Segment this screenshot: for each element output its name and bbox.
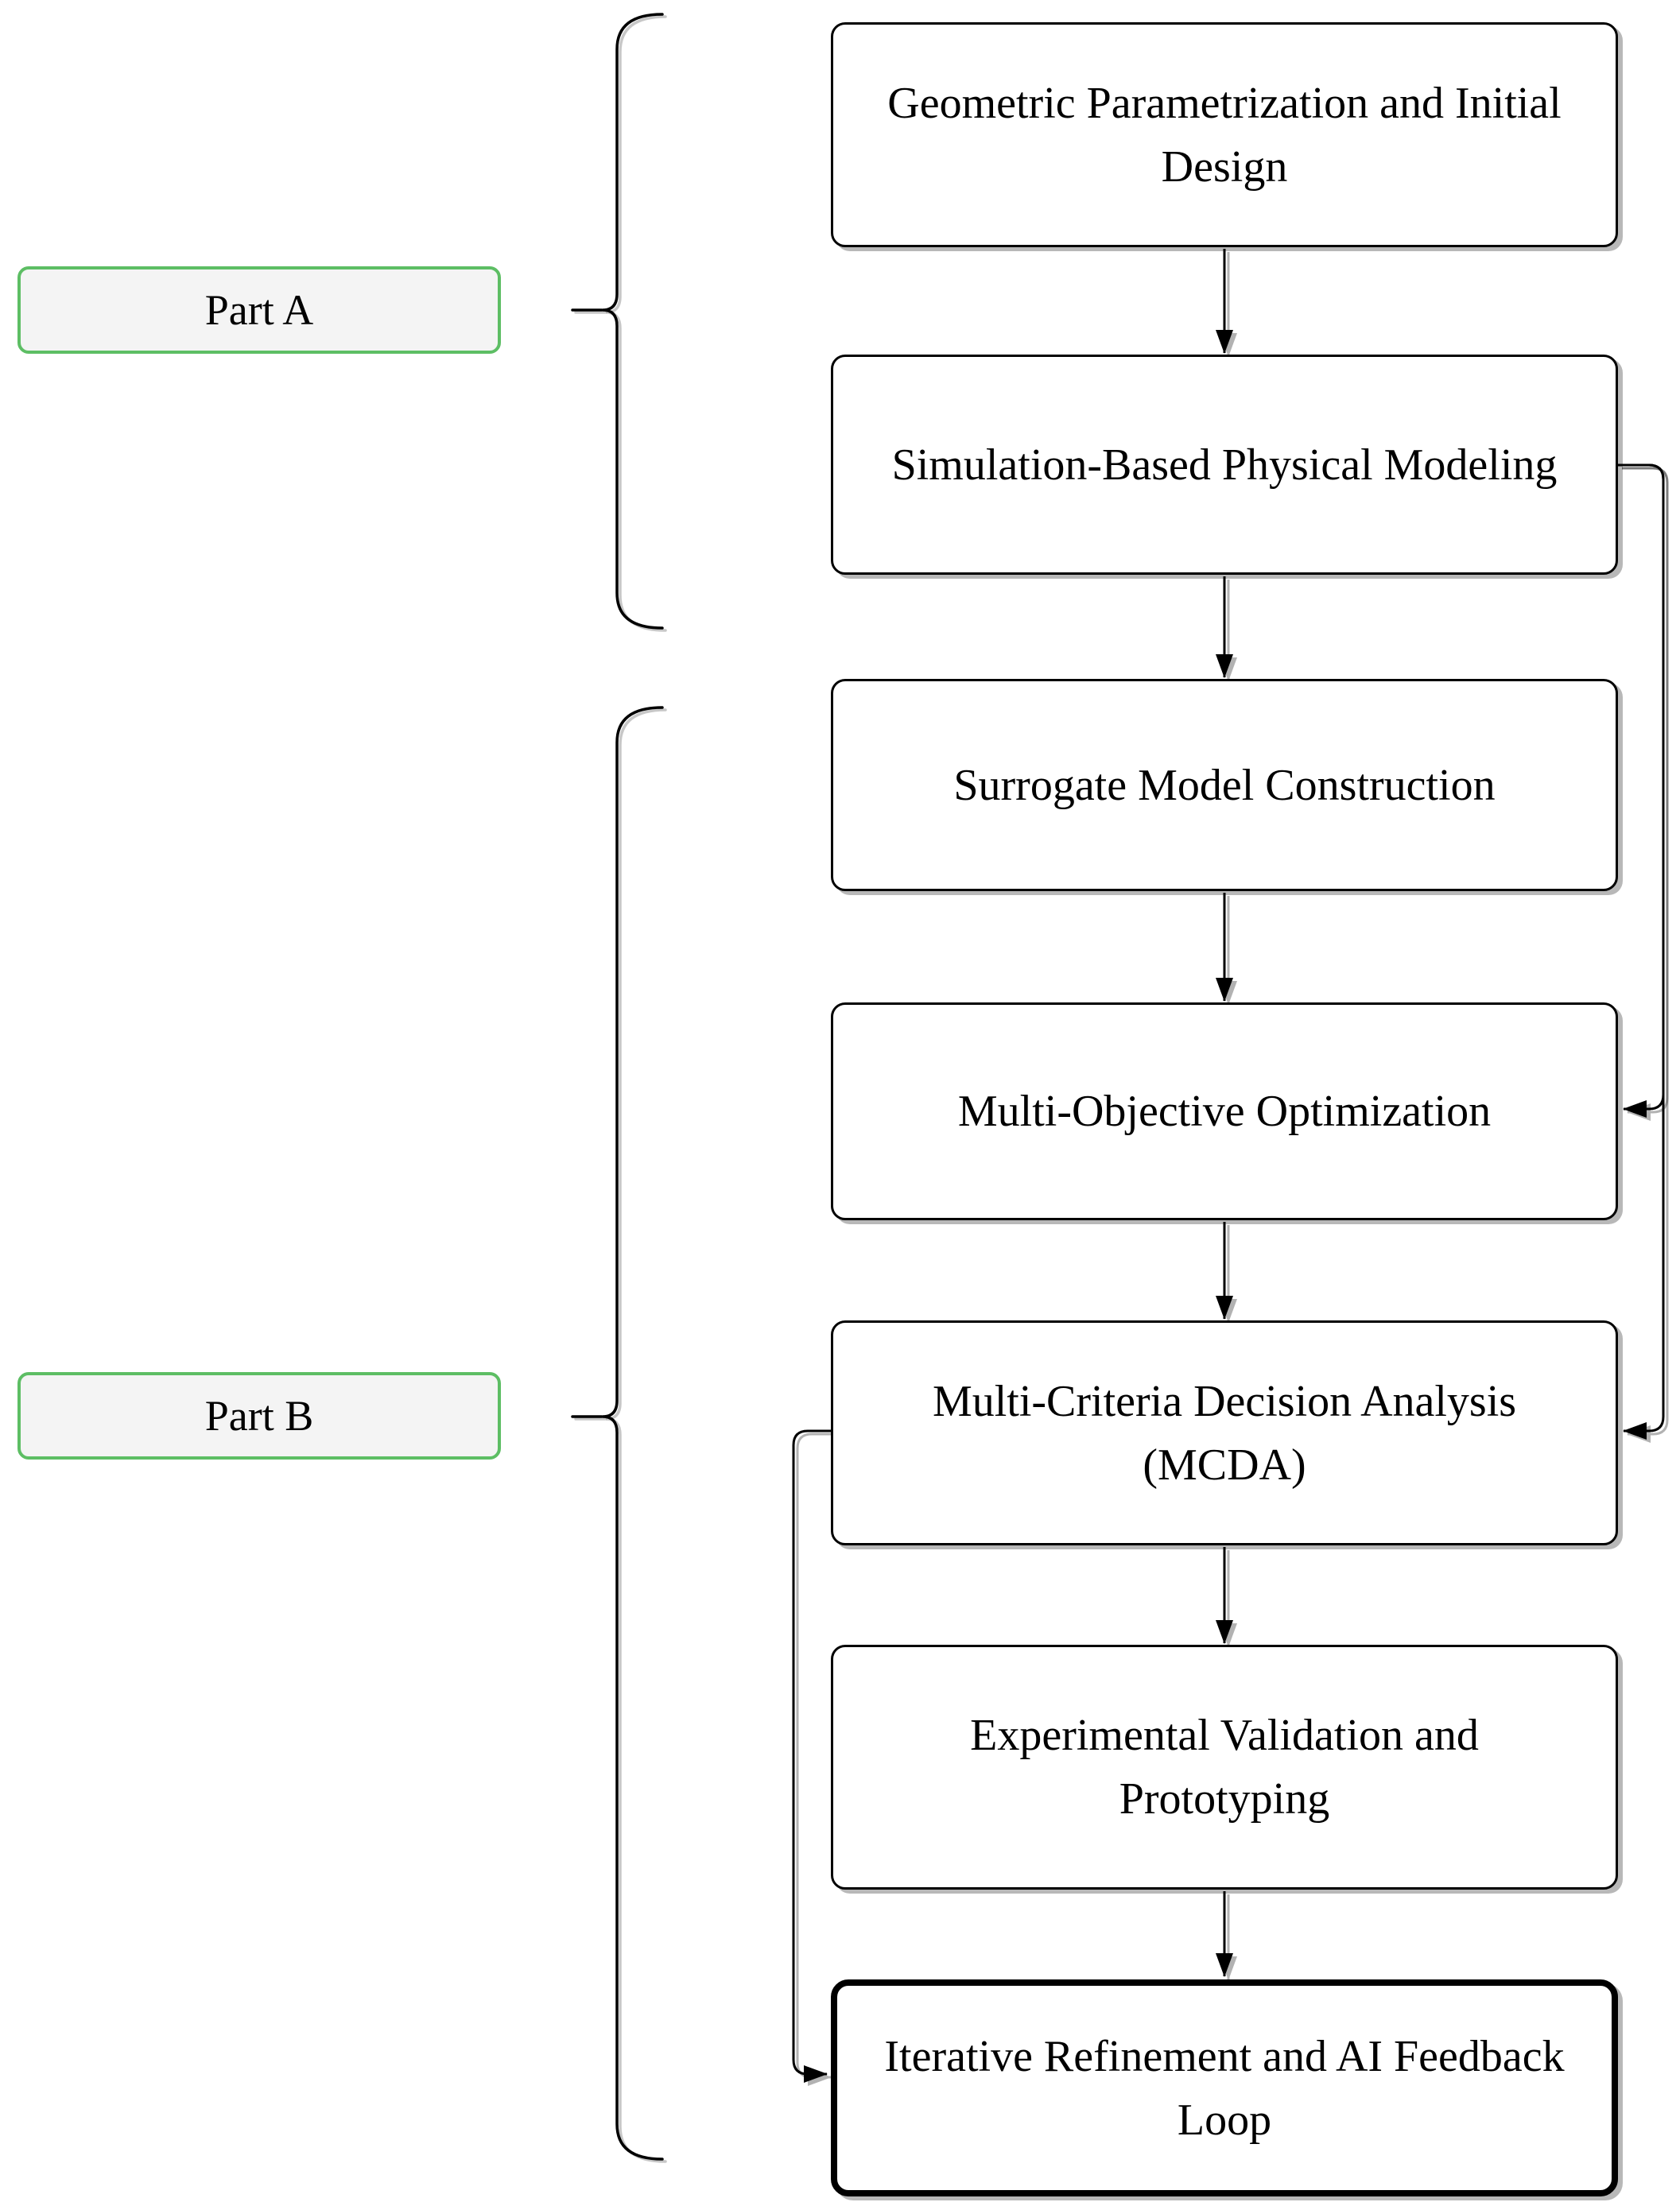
- flow-box-label-line: Prototyping: [1119, 1774, 1330, 1824]
- flow-box-surrogate-model-construction: Surrogate Model Construction: [831, 679, 1618, 891]
- flow-box-label-line: (MCDA): [1143, 1440, 1306, 1490]
- flow-box-geometric-parametrization-and-initial-design: Geometric Parametrization and Initial De…: [831, 22, 1618, 247]
- flow-box-label-line: Loop: [1177, 2095, 1272, 2145]
- flow-box-label-line: Design: [1161, 142, 1288, 192]
- flow-box-label-line: Iterative Refinement and AI Feedback: [884, 2031, 1565, 2081]
- flow-box-iterative-refinement-and-ai-feedback-loop: Iterative Refinement and AI Feedback Loo…: [831, 1979, 1618, 2196]
- flow-box-label-line: Experimental Validation and: [970, 1711, 1479, 1760]
- flow-box-simulation-based-physical-modeling: Simulation-Based Physical Modeling: [831, 355, 1618, 575]
- part-a-label-text: Part A: [204, 286, 314, 334]
- part-a-label: Part A: [17, 266, 501, 354]
- flow-box-label-line: Multi-Criteria Decision Analysis: [932, 1376, 1517, 1426]
- flow-box-label-line: Surrogate Model Construction: [953, 760, 1496, 810]
- part-b-label: Part B: [17, 1372, 501, 1460]
- flow-box-label-line: Geometric Parametrization and Initial: [887, 78, 1562, 128]
- feedback-arrow-mcda-to-iterative: [792, 1429, 831, 2083]
- feedback-arrow-simulation-to-optimization: [1618, 463, 1665, 1118]
- flow-box-multi-objective-optimization: Multi-Objective Optimization: [831, 1002, 1618, 1220]
- part-b-brace: [602, 706, 664, 2161]
- feedback-arrow-simulation-to-mcda: [1618, 463, 1665, 1440]
- part-a-brace: [602, 13, 664, 630]
- flow-box-multi-criteria-decision-analysis: Multi-Criteria Decision Analysis (MCDA): [831, 1320, 1618, 1545]
- part-b-label-text: Part B: [204, 1392, 314, 1440]
- flow-box-label-line: Multi-Objective Optimization: [957, 1087, 1492, 1136]
- flow-box-experimental-validation-and-prototyping: Experimental Validation and Prototyping: [831, 1645, 1618, 1890]
- flow-box-label-line: Simulation-Based Physical Modeling: [891, 440, 1558, 490]
